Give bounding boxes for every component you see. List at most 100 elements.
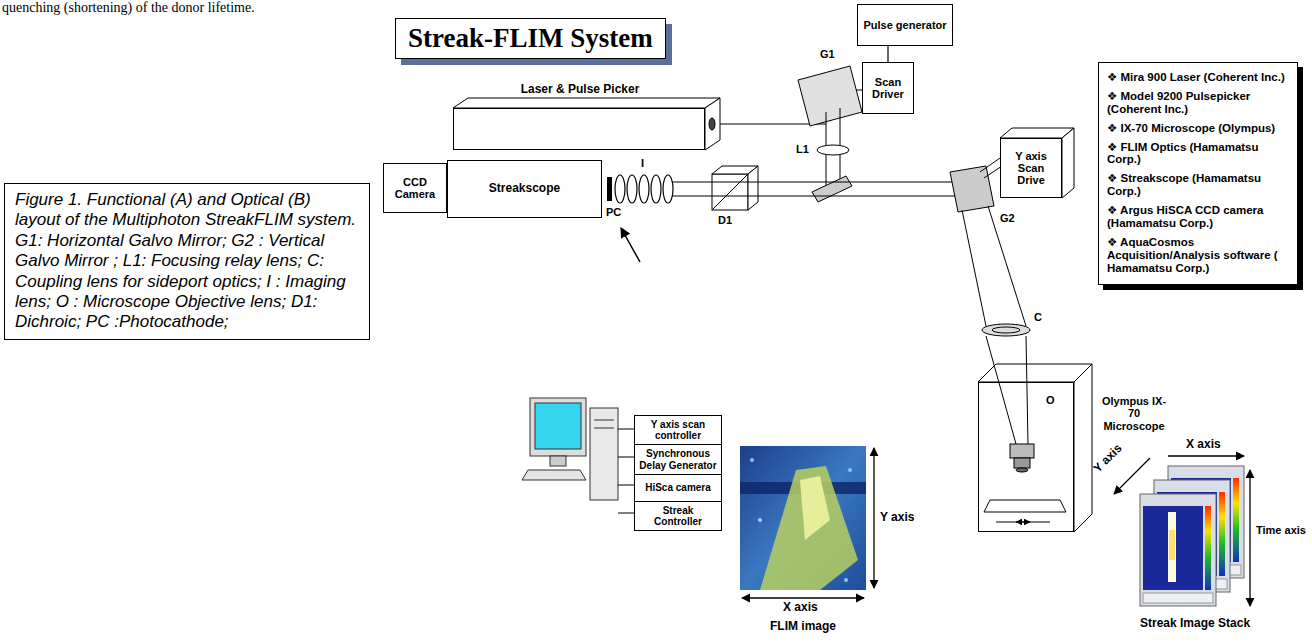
flim-image xyxy=(750,458,754,462)
node-text: ❖ Model 9200 Pulsepicker (Coherent Inc.) xyxy=(1107,90,1289,116)
node-text: Streakscope xyxy=(489,182,560,195)
main-beam xyxy=(672,182,958,196)
flim-image xyxy=(758,518,762,522)
main-beam xyxy=(672,196,958,197)
galvo-mirror-g1 xyxy=(798,66,862,126)
node-text: Y axis Scan Drive xyxy=(1004,150,1058,187)
flim-image xyxy=(740,446,866,590)
figure-caption: Figure 1. Functional (A) and Optical (B)… xyxy=(4,183,370,340)
flim-image xyxy=(760,466,858,590)
axis-label: Y axis xyxy=(1088,438,1128,478)
part-label: PC xyxy=(606,206,621,218)
microscope-housing xyxy=(978,364,1092,382)
microscope-box: Olympus IX-70 Microscope xyxy=(978,382,1074,532)
diagram-title: Streak-FLIM System xyxy=(395,18,666,59)
dichroic-cube xyxy=(748,166,758,210)
node-text: HiSca camera xyxy=(645,482,711,493)
objective-beam xyxy=(986,336,1016,444)
node-text: ❖ FLIM Optics (Hamamatsu Corp.) xyxy=(1107,141,1289,167)
pointer-arrow xyxy=(621,228,640,262)
flim-image xyxy=(844,578,848,582)
controller-box: Synchronous Delay Generator xyxy=(634,444,722,474)
laser-box: Laser & Pulse Picker xyxy=(453,108,705,150)
node-text: ❖ IX-70 Microscope (Olympus) xyxy=(1107,122,1275,135)
part-label: G1 xyxy=(820,48,835,60)
controller-box: Streak Controller xyxy=(634,501,722,531)
control-wires xyxy=(618,429,634,513)
axis-label: X axis xyxy=(1186,438,1221,451)
coupling-lens xyxy=(982,324,1030,336)
axis-arrow xyxy=(742,597,864,598)
main-beam xyxy=(672,182,956,183)
photocathode xyxy=(607,177,612,201)
streakscope-box: Streakscope xyxy=(447,160,602,218)
axis-arrow xyxy=(1168,455,1244,456)
node-text: CCD Camera xyxy=(387,176,443,201)
node-heading: Laser & Pulse Picker xyxy=(454,83,706,96)
scan-drive-housing xyxy=(1000,128,1074,138)
scan-drive-housing xyxy=(1062,128,1074,198)
dichroic-cube xyxy=(712,174,748,210)
controller-box: HiSca camera xyxy=(634,474,722,502)
laser-housing xyxy=(709,118,715,130)
equipment-list: ❖ Mira 900 Laser (Coherent Inc.)❖ Model … xyxy=(1098,62,1298,285)
node-text: Y axis scan controller xyxy=(638,419,718,441)
computer xyxy=(522,470,586,480)
flim-image xyxy=(740,446,866,590)
microscope-housing xyxy=(978,364,1092,532)
microscope-stage xyxy=(1016,522,1050,523)
node-text: Pulse generator xyxy=(863,19,946,31)
laser-housing xyxy=(453,98,720,150)
laser-housing xyxy=(705,98,720,150)
control-wires xyxy=(618,429,634,430)
axis-arrow xyxy=(1114,458,1150,494)
axis-arrow xyxy=(873,448,874,588)
image-label: FLIM image xyxy=(770,620,836,633)
controller-box: Y axis scan controller xyxy=(634,415,722,445)
pointer-arrow xyxy=(621,228,640,262)
coupling-lens xyxy=(982,324,1030,336)
relay-lens xyxy=(817,145,849,155)
scan-drive-box: Y axis Scan Drive xyxy=(1000,138,1062,198)
microscope-stage xyxy=(984,500,1066,522)
objective-beam xyxy=(986,336,1028,444)
node-text: ❖ AquaCosmos Acquisition/Analysis softwa… xyxy=(1107,236,1289,275)
galvo-mirror-g2 xyxy=(950,158,1002,212)
streak-image-stack xyxy=(1168,512,1176,582)
computer xyxy=(550,456,566,466)
control-wires xyxy=(618,513,634,514)
node-text: Streak Controller xyxy=(638,505,718,527)
relay-lens xyxy=(817,145,849,155)
streak-image-stack xyxy=(1219,492,1225,576)
scan-beam xyxy=(962,206,1026,326)
streak-image-stack xyxy=(1143,593,1213,603)
galvo-mirror-g2 xyxy=(950,166,994,212)
imaging-lens xyxy=(627,175,637,203)
microscope-stage xyxy=(984,500,1066,512)
computer xyxy=(590,408,618,500)
fold-mirror xyxy=(812,176,852,202)
part-label: I xyxy=(641,157,644,169)
photocathode xyxy=(607,177,612,201)
objective-lens xyxy=(1010,444,1034,472)
objective-lens xyxy=(1010,444,1034,458)
connector-line xyxy=(887,46,888,62)
axis-arrow xyxy=(1249,470,1250,606)
scan-drive-housing xyxy=(1000,128,1074,198)
objective-lens xyxy=(1016,468,1028,472)
control-wires xyxy=(618,457,634,458)
streak-image-stack xyxy=(1205,506,1211,590)
computer xyxy=(594,420,614,421)
scan-beam xyxy=(962,210,986,326)
flim-image xyxy=(800,476,830,540)
streak-image-stack xyxy=(1169,530,1175,560)
objective-beam xyxy=(1026,336,1028,444)
dichroic-cube xyxy=(712,166,758,210)
laser-housing xyxy=(453,98,720,108)
computer xyxy=(530,398,586,456)
imaging-lens xyxy=(663,175,673,203)
galvo-mirror-g1 xyxy=(798,66,862,126)
part-label: G2 xyxy=(1000,212,1015,224)
streak-image-stack xyxy=(1143,506,1203,590)
microscope-housing xyxy=(1074,364,1092,532)
